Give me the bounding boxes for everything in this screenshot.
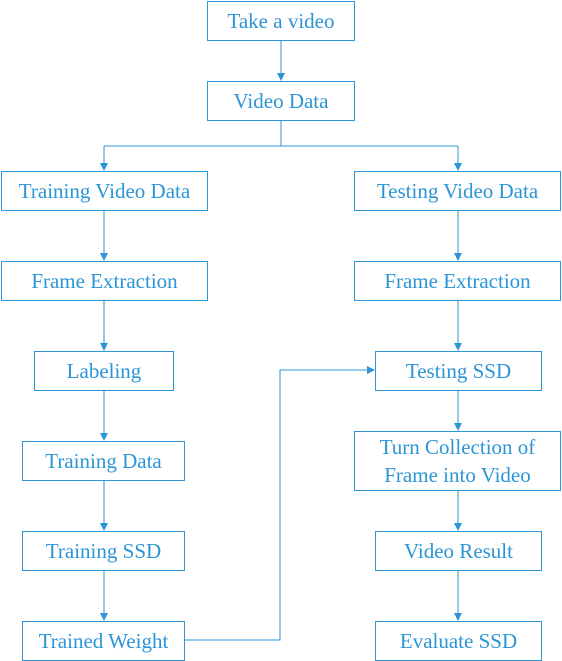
node-take-a-video: Take a video — [207, 1, 355, 41]
node-training-data: Training Data — [22, 441, 185, 481]
node-frame-extraction-testing: Frame Extraction — [354, 261, 561, 301]
node-turn-collection-line1: Turn Collection of — [379, 435, 536, 459]
node-training-video-data: Training Video Data — [1, 171, 208, 211]
node-evaluate-ssd: Evaluate SSD — [375, 621, 542, 661]
node-training-ssd: Training SSD — [22, 531, 185, 571]
arrow-trained-weight-to-testing-ssd — [185, 366, 375, 641]
node-video-data: Video Data — [207, 81, 355, 121]
node-labeling: Labeling — [34, 351, 174, 391]
node-testing-ssd: Testing SSD — [375, 351, 542, 391]
node-trained-weight: Trained Weight — [22, 621, 185, 661]
node-frame-extraction-training: Frame Extraction — [1, 261, 208, 301]
node-video-result: Video Result — [375, 531, 542, 571]
node-turn-collection-line2: Frame into Video — [384, 463, 531, 487]
connector-video-data-split — [104, 121, 282, 147]
node-testing-video-data: Testing Video Data — [354, 171, 561, 211]
node-turn-collection-into-video: Turn Collection of Frame into Video — [354, 431, 561, 491]
